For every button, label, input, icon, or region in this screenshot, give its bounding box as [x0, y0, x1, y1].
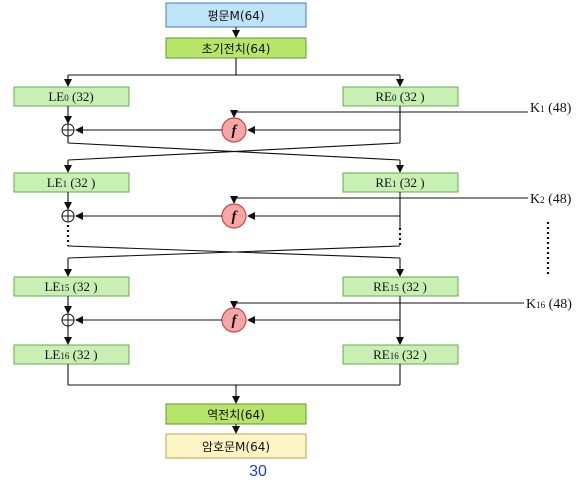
key1-label: K1 (48) [530, 101, 572, 116]
f-function-16-label: f [232, 313, 239, 329]
plaintext-box [165, 2, 307, 28]
le0-label: LE0 (32) [48, 89, 93, 104]
ciphertext-label: 암호문M(64) [202, 440, 270, 454]
initial-permutation-label: 초기전치(64) [202, 42, 271, 56]
le15-label: LE15 (32 ) [44, 279, 97, 294]
re1-label: RE1 (32 ) [375, 175, 424, 190]
xor-icon-16 [61, 313, 75, 327]
inverse-permutation-label: 역전치(64) [207, 408, 265, 422]
key16-label: K16 (48) [526, 297, 572, 312]
le1-label: LE1 (32 ) [47, 175, 96, 190]
le16-box [13, 344, 130, 365]
re0-label: RE0 (32 ) [375, 89, 424, 104]
ciphertext-box [165, 433, 307, 459]
cross2-b [67, 245, 401, 259]
le15-box [13, 276, 130, 297]
le1-box [13, 172, 130, 193]
xor-icon-2 [61, 209, 75, 223]
f-function-2-label: f [232, 209, 239, 225]
page-number: 30 [249, 463, 267, 480]
re15-label: RE15 (32 ) [373, 279, 427, 294]
plaintext-label: 평문M(64) [207, 9, 264, 23]
le16-label: LE16 (32 ) [44, 347, 97, 362]
xor-icon-1 [61, 123, 75, 137]
le0-box [13, 86, 130, 107]
cross1-b [67, 142, 401, 161]
f-function-1-label: f [232, 123, 239, 139]
re16-label: RE16 (32 ) [373, 347, 427, 362]
key2-label: K2 (48) [530, 192, 572, 207]
